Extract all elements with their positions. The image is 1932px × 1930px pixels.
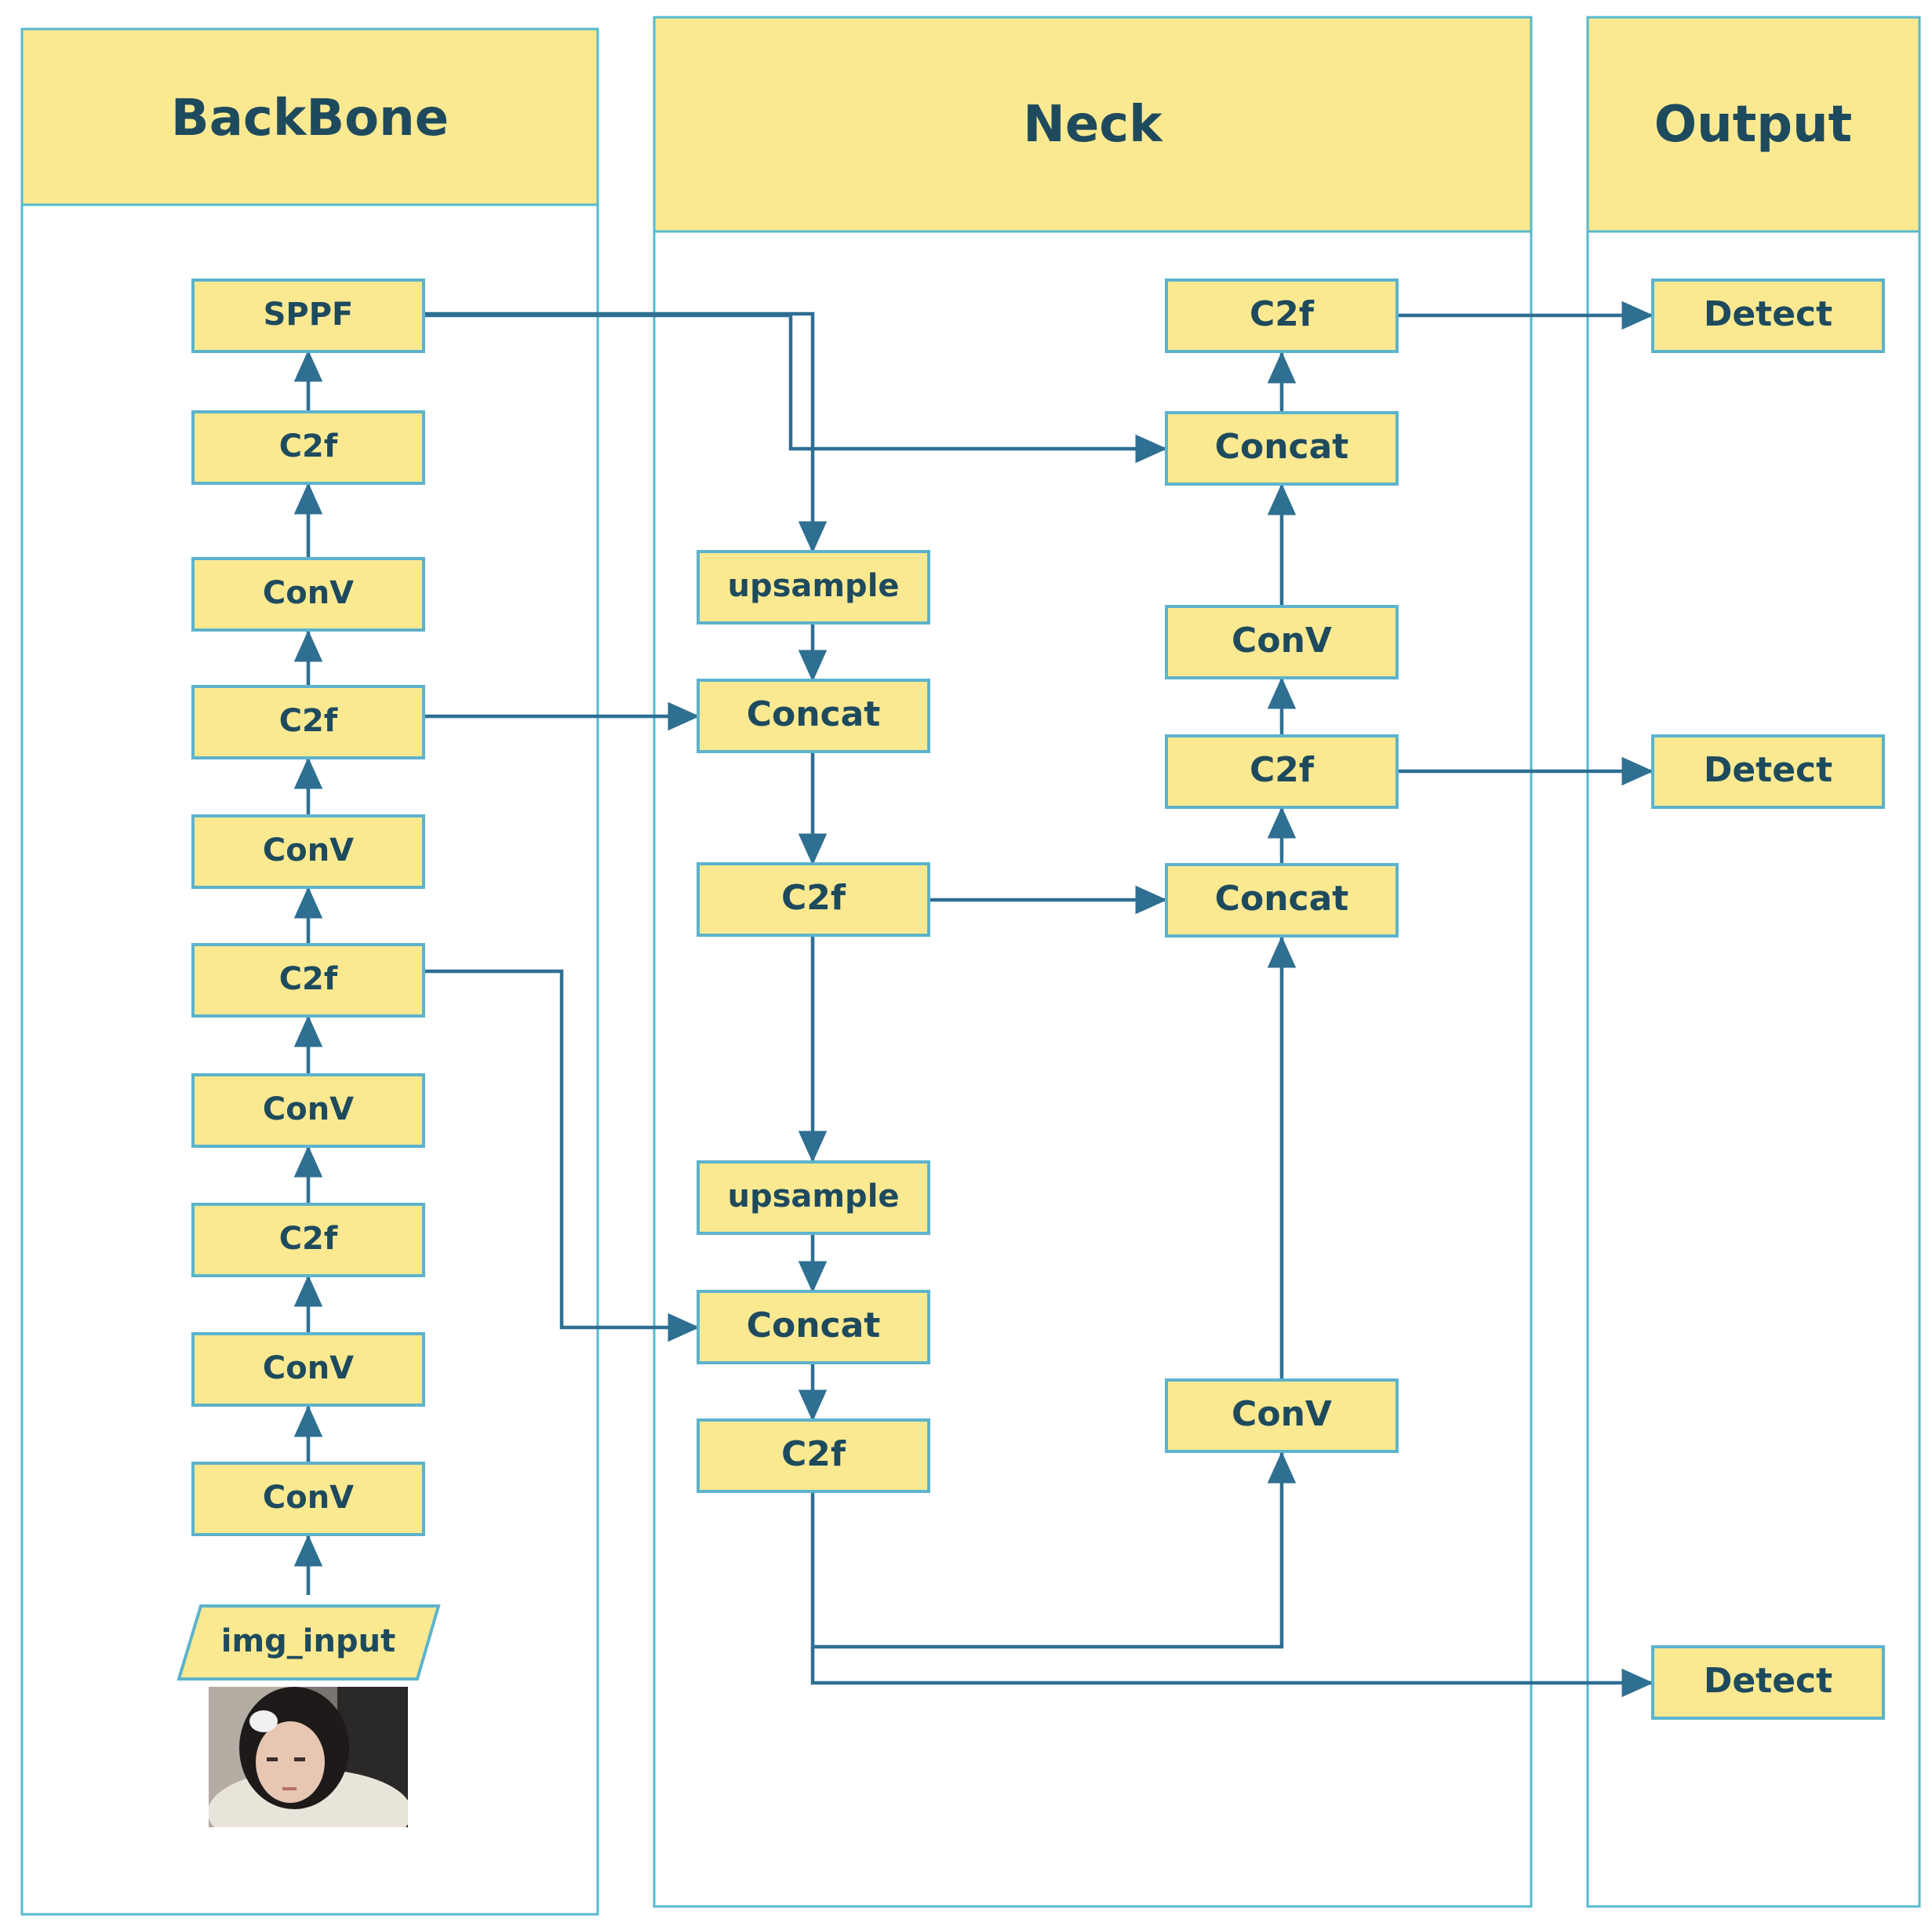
svg-text:C2f: C2f bbox=[781, 1434, 846, 1474]
node-c2f: C2f bbox=[697, 862, 930, 937]
svg-text:C2f: C2f bbox=[279, 428, 338, 464]
node-sppf: SPPF bbox=[191, 279, 425, 353]
backbone-nodes: SPPF C2f ConV C2f ConV C2f ConV C2f bbox=[176, 279, 441, 1827]
node-concat: Concat bbox=[1165, 863, 1399, 938]
node-conv: ConV bbox=[1165, 605, 1399, 679]
svg-text:C2f: C2f bbox=[781, 878, 846, 918]
svg-text:ConV: ConV bbox=[263, 832, 354, 868]
svg-text:Concat: Concat bbox=[747, 1305, 881, 1346]
node-conv: ConV bbox=[191, 1332, 425, 1407]
svg-text:Detect: Detect bbox=[1704, 294, 1832, 334]
svg-text:Detect: Detect bbox=[1704, 750, 1832, 790]
node-upsample: upsample bbox=[697, 550, 930, 625]
node-img-input: img_input bbox=[176, 1604, 441, 1681]
lane-title-neck: Neck bbox=[1023, 96, 1163, 154]
node-c2f: C2f bbox=[191, 685, 425, 759]
svg-text:ConV: ConV bbox=[263, 1350, 354, 1386]
svg-text:ConV: ConV bbox=[263, 1480, 354, 1516]
neck-nodes: upsample Concat C2f upsample Concat C2f … bbox=[697, 279, 1399, 1493]
node-detect: Detect bbox=[1651, 279, 1885, 353]
node-c2f: C2f bbox=[191, 1203, 425, 1277]
node-conv: ConV bbox=[191, 814, 425, 889]
node-detect: Detect bbox=[1651, 1645, 1885, 1720]
node-conv: ConV bbox=[191, 1073, 425, 1148]
node-c2f: C2f bbox=[191, 943, 425, 1018]
lane-title-output: Output bbox=[1654, 96, 1853, 154]
lane-output: Output bbox=[1586, 16, 1921, 1908]
svg-text:ConV: ConV bbox=[263, 575, 354, 611]
svg-text:ConV: ConV bbox=[1232, 1394, 1332, 1434]
lane-neck: Neck bbox=[653, 16, 1533, 1908]
svg-text:C2f: C2f bbox=[1250, 750, 1315, 790]
svg-text:upsample: upsample bbox=[727, 1178, 899, 1214]
node-conv: ConV bbox=[1165, 1378, 1399, 1453]
svg-text:C2f: C2f bbox=[279, 1221, 338, 1257]
svg-text:SPPF: SPPF bbox=[264, 297, 354, 333]
edge-sppf-concat-top bbox=[424, 313, 1168, 464]
svg-text:Concat: Concat bbox=[1215, 427, 1349, 467]
svg-text:ConV: ConV bbox=[263, 1091, 354, 1127]
node-c2f: C2f bbox=[1165, 279, 1399, 353]
svg-text:Concat: Concat bbox=[747, 694, 881, 734]
node-detect: Detect bbox=[1651, 734, 1885, 809]
edges bbox=[293, 300, 1654, 1698]
node-c2f: C2f bbox=[191, 410, 425, 485]
node-c2f: C2f bbox=[697, 1418, 930, 1493]
node-conv: ConV bbox=[191, 1462, 425, 1536]
node-concat: Concat bbox=[697, 1290, 930, 1364]
svg-text:ConV: ConV bbox=[1232, 621, 1332, 661]
node-upsample: upsample bbox=[697, 1160, 930, 1235]
svg-text:C2f: C2f bbox=[279, 703, 338, 739]
edge-c2f-concat-2 bbox=[424, 969, 700, 1342]
output-nodes: Detect Detect Detect bbox=[1651, 279, 1885, 1720]
node-concat: Concat bbox=[697, 679, 930, 753]
edge-sppf-upsample bbox=[424, 311, 828, 554]
svg-text:C2f: C2f bbox=[279, 961, 338, 997]
svg-text:Concat: Concat bbox=[1215, 879, 1349, 919]
svg-text:upsample: upsample bbox=[727, 568, 899, 604]
node-c2f: C2f bbox=[1165, 734, 1399, 809]
lane-title-backbone: BackBone bbox=[171, 89, 449, 147]
edge-c2f-conv-low bbox=[810, 1451, 1297, 1649]
edge-c2f-detect-bottom bbox=[810, 1647, 1654, 1698]
node-conv: ConV bbox=[191, 557, 425, 632]
node-concat: Concat bbox=[1165, 411, 1399, 486]
input-photo bbox=[209, 1687, 408, 1827]
svg-text:C2f: C2f bbox=[1250, 294, 1315, 334]
lane-backbone: BackBone bbox=[20, 27, 599, 1916]
svg-text:Detect: Detect bbox=[1704, 1661, 1832, 1701]
svg-text:img_input: img_input bbox=[221, 1623, 395, 1659]
